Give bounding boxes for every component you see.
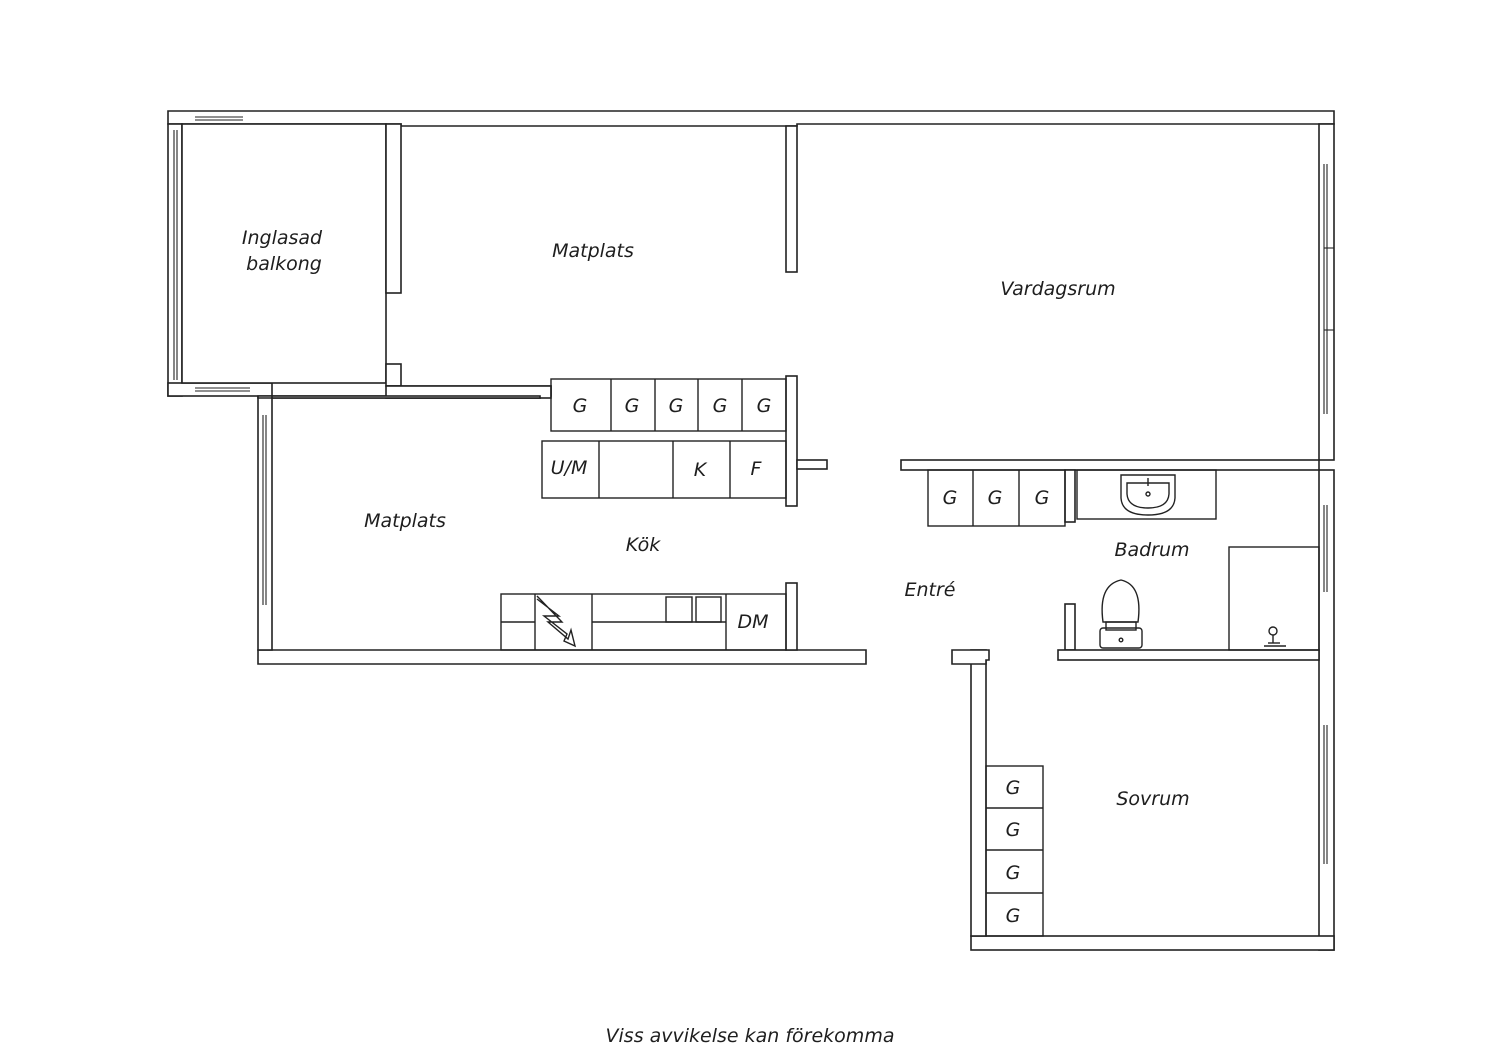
freezer-label: F: [751, 458, 763, 480]
room-label-balcony-1: Inglasad: [242, 227, 323, 249]
wardrobe-label: G: [713, 395, 728, 417]
wardrobe-label: G: [669, 395, 684, 417]
fridge-label: K: [694, 459, 708, 481]
wardrobe-label: G: [1006, 819, 1021, 841]
wardrobe-label: G: [1035, 487, 1050, 509]
room-label-bedroom: Sovrum: [1116, 788, 1189, 810]
room-label-living: Vardagsrum: [1000, 278, 1115, 300]
toilet-icon: [1099, 579, 1143, 649]
wardrobe-label: G: [943, 487, 958, 509]
shower-icon: [1228, 546, 1320, 651]
wardrobe-label: G: [625, 395, 640, 417]
room-label-bathroom: Badrum: [1114, 539, 1189, 561]
exterior-walls: [167, 110, 1335, 951]
wardrobe-label: G: [988, 487, 1003, 509]
room-label-kitchen: Kök: [626, 534, 661, 556]
kitchen-upper-cabinets: [550, 378, 787, 432]
bedroom-wardrobes: [985, 765, 1044, 937]
entry-wardrobes: [927, 469, 1066, 527]
stove-icon: [536, 595, 577, 648]
dishwasher-label: DM: [737, 611, 768, 633]
wardrobe-label: G: [757, 395, 772, 417]
room-label-entry: Entré: [905, 579, 956, 601]
wardrobe-label: G: [1006, 905, 1021, 927]
interior-walls: [181, 123, 1320, 661]
sink-icon: [1076, 469, 1217, 520]
wardrobe-label: G: [1006, 862, 1021, 884]
room-label-balcony-2: balkong: [246, 253, 322, 275]
room-label-dining-left: Matplats: [364, 510, 446, 532]
disclaimer-text: Viss avvikelse kan förekomma: [606, 1025, 895, 1047]
wardrobe-label: G: [573, 395, 588, 417]
room-label-dining-top: Matplats: [552, 240, 634, 262]
wardrobe-label: G: [1006, 777, 1021, 799]
kitchen-appliance-row: [541, 440, 787, 499]
kitchen-counter: [500, 593, 787, 651]
washer-label: U/M: [551, 457, 588, 479]
